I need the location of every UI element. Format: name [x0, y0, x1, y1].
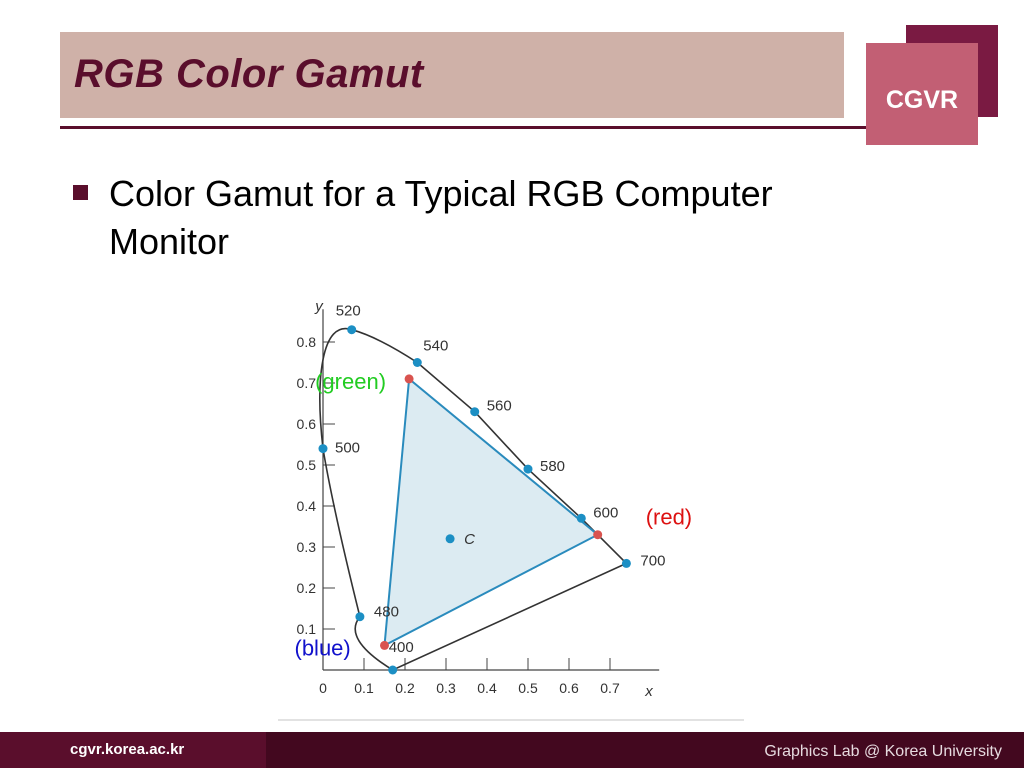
wavelength-label: 480 — [374, 604, 399, 621]
green-primary-point — [404, 374, 414, 384]
rgb-gamut-triangle — [383, 376, 600, 648]
y-tick-label: 0.2 — [297, 580, 317, 596]
green-primary-label: (green) — [315, 369, 386, 394]
cgvr-logo: CGVR — [866, 43, 978, 145]
wavelength-label: 520 — [336, 303, 361, 320]
spectral-point — [388, 665, 398, 675]
chromaticity-figure: y x 0.1 0.2 0.3 0.4 0.5 0.6 0.7 0.8 0 0.1 0.2 0.3 0.4 0… — [278, 286, 744, 722]
x-tick-label: 0.3 — [436, 680, 456, 696]
blue-primary-label: (blue) — [295, 635, 351, 660]
y-tick-label: 0.4 — [297, 498, 317, 514]
x-tick-label: 0.1 — [354, 680, 374, 696]
wavelength-label: 600 — [593, 504, 618, 521]
spectral-point — [318, 444, 328, 454]
y-tick-label: 0.6 — [297, 416, 317, 432]
blue-primary-point — [380, 640, 389, 650]
spectral-point — [523, 464, 533, 474]
y-tick-label: 0.1 — [297, 621, 317, 637]
wavelength-label: 540 — [423, 338, 448, 355]
spectral-point — [470, 407, 480, 417]
footer-affiliation: Graphics Lab @ Korea University — [764, 743, 1002, 760]
x-tick-label: 0.4 — [477, 680, 497, 696]
bullet-square-icon — [73, 185, 88, 200]
spectral-point — [412, 358, 422, 367]
footer-website[interactable]: cgvr.korea.ac.kr — [70, 741, 185, 758]
white-point-label: C — [464, 531, 475, 548]
y-axis-label: y — [314, 298, 324, 315]
spectral-point — [355, 612, 365, 622]
x-axis-label: x — [644, 683, 653, 700]
chromaticity-diagram: y x 0.1 0.2 0.3 0.4 0.5 0.6 0.7 0.8 0 0.1 0.2 0.3 0.4 0… — [278, 286, 744, 722]
y-tick-label: 0.3 — [297, 539, 317, 555]
spectral-point — [621, 558, 631, 568]
y-tick-label: 0.5 — [297, 457, 317, 473]
wavelength-label: 400 — [389, 639, 414, 656]
logo-text: CGVR — [885, 85, 959, 114]
wavelength-label: 700 — [640, 552, 665, 569]
wavelength-label: 580 — [540, 458, 565, 475]
x-tick-label: 0 — [319, 680, 327, 696]
title-divider — [60, 126, 866, 129]
wavelength-label: 500 — [335, 440, 360, 457]
spectral-point — [576, 513, 586, 523]
x-tick-label: 0.2 — [395, 680, 415, 696]
wavelength-label: 560 — [487, 398, 512, 415]
red-primary-point — [593, 530, 603, 540]
spectral-point — [347, 325, 357, 335]
white-point-c — [445, 534, 455, 544]
y-tick-label: 0.7 — [297, 375, 317, 391]
bullet-text: Color Gamut for a Typical RGB Computer M… — [109, 173, 773, 262]
title-bar — [60, 32, 844, 118]
footer-left-panel — [0, 732, 266, 768]
y-tick-label: 0.8 — [297, 334, 317, 350]
x-tick-label: 0.6 — [559, 680, 579, 696]
x-tick-label: 0.5 — [518, 680, 538, 696]
red-primary-label: (red) — [646, 505, 692, 530]
x-tick-label: 0.7 — [600, 680, 620, 696]
slide-title: RGB Color Gamut — [74, 52, 424, 96]
